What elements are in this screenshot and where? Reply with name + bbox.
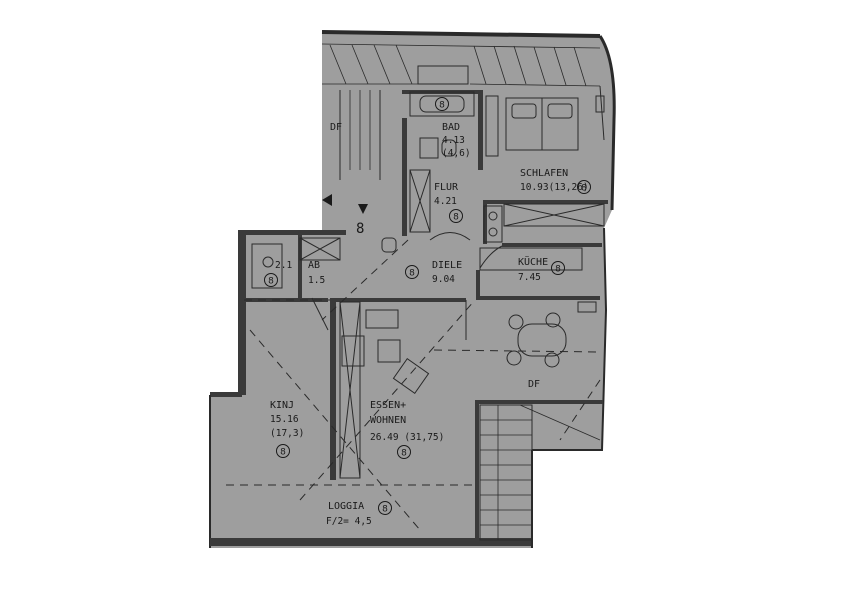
flur-room: FLUR 4.21 8 [434, 182, 463, 223]
schlafen-marker: 8 [577, 180, 591, 194]
flur-marker: 8 [449, 209, 463, 223]
wc-room: 2.1 8 [264, 260, 292, 287]
door-swings [311, 232, 503, 340]
loggia-name: LOGGIA [328, 501, 364, 512]
floor-area [210, 32, 615, 548]
bed [505, 95, 605, 151]
kueche-room: KÜCHE 7.45 8 [518, 255, 565, 283]
kitchen-fixtures [479, 205, 597, 313]
svg-text:8: 8 [453, 213, 459, 223]
svg-text:8: 8 [401, 449, 407, 459]
roof-slope-lines [226, 239, 601, 531]
schlafen-name: SCHLAFEN [520, 168, 568, 179]
wohnen-room: ESSEN+ WOHNEN 26.49 (31,75) 8 [370, 400, 444, 459]
loggia-area: F/2= 4,5 [326, 516, 372, 527]
unit-number: 8 [356, 221, 364, 237]
diele-name: DIELE [432, 260, 462, 271]
kueche-marker: 8 [551, 261, 565, 275]
wohnen-area: 26.49 (31,75) [370, 432, 444, 443]
wohnen-name1: ESSEN+ [370, 400, 406, 411]
svg-text:8: 8 [409, 269, 415, 279]
svg-text:8: 8 [555, 265, 561, 275]
svg-text:8: 8 [439, 101, 445, 111]
staircase [479, 404, 601, 541]
flur-area: 4.21 [434, 196, 457, 207]
df-top-label: DF [330, 122, 342, 133]
kueche-name: KÜCHE [518, 255, 548, 268]
bad-room: BAD 4.13 (4,6) 8 [435, 97, 471, 159]
svg-text:8: 8 [280, 448, 286, 458]
loggia-marker: 8 [378, 501, 392, 515]
diele-area: 9.04 [432, 274, 455, 285]
svg-text:8: 8 [581, 184, 587, 194]
wardrobes [299, 169, 605, 479]
dining-table [506, 312, 567, 368]
kind-marker: 8 [276, 444, 290, 458]
diele-marker: 8 [405, 265, 419, 279]
schlafen-area: 10.93(13,26) [520, 182, 589, 193]
ab-room: AB 1.5 [308, 260, 325, 286]
kind-room: KINJ 15.16 (17,3) 8 [270, 400, 304, 458]
wohnen-marker: 8 [397, 445, 411, 459]
df-kitchen-label: DF [528, 379, 540, 390]
loggia-room: LOGGIA F/2= 4,5 8 [326, 501, 392, 527]
wc-marker: 8 [264, 273, 278, 287]
kueche-area: 7.45 [518, 272, 541, 283]
diele-room: DIELE 9.04 8 [405, 260, 462, 285]
wohnen-name2: WOHNEN [370, 415, 406, 426]
kind-extra: (17,3) [270, 428, 304, 439]
wc-area: 2.1 [275, 260, 292, 271]
stair-arrow-icons [322, 194, 397, 253]
kind-name: KINJ [270, 400, 294, 411]
ab-name: AB [308, 260, 320, 271]
kind-area: 15.16 [270, 414, 299, 425]
svg-text:8: 8 [268, 277, 274, 287]
living-furniture [251, 243, 430, 394]
svg-text:8: 8 [382, 505, 388, 515]
schlafen-room: SCHLAFEN 10.93(13,26) 8 [520, 168, 591, 194]
bath-fixtures [409, 91, 499, 159]
flur-name: FLUR [434, 182, 459, 193]
bad-extra: (4,6) [442, 148, 471, 159]
bad-area: 4.13 [442, 135, 465, 146]
internal-walls [238, 90, 608, 544]
roof-hatching [321, 43, 605, 180]
bad-name: BAD [442, 122, 460, 133]
bath-fixture-marker: 8 [435, 97, 449, 111]
ab-area: 1.5 [308, 275, 325, 286]
